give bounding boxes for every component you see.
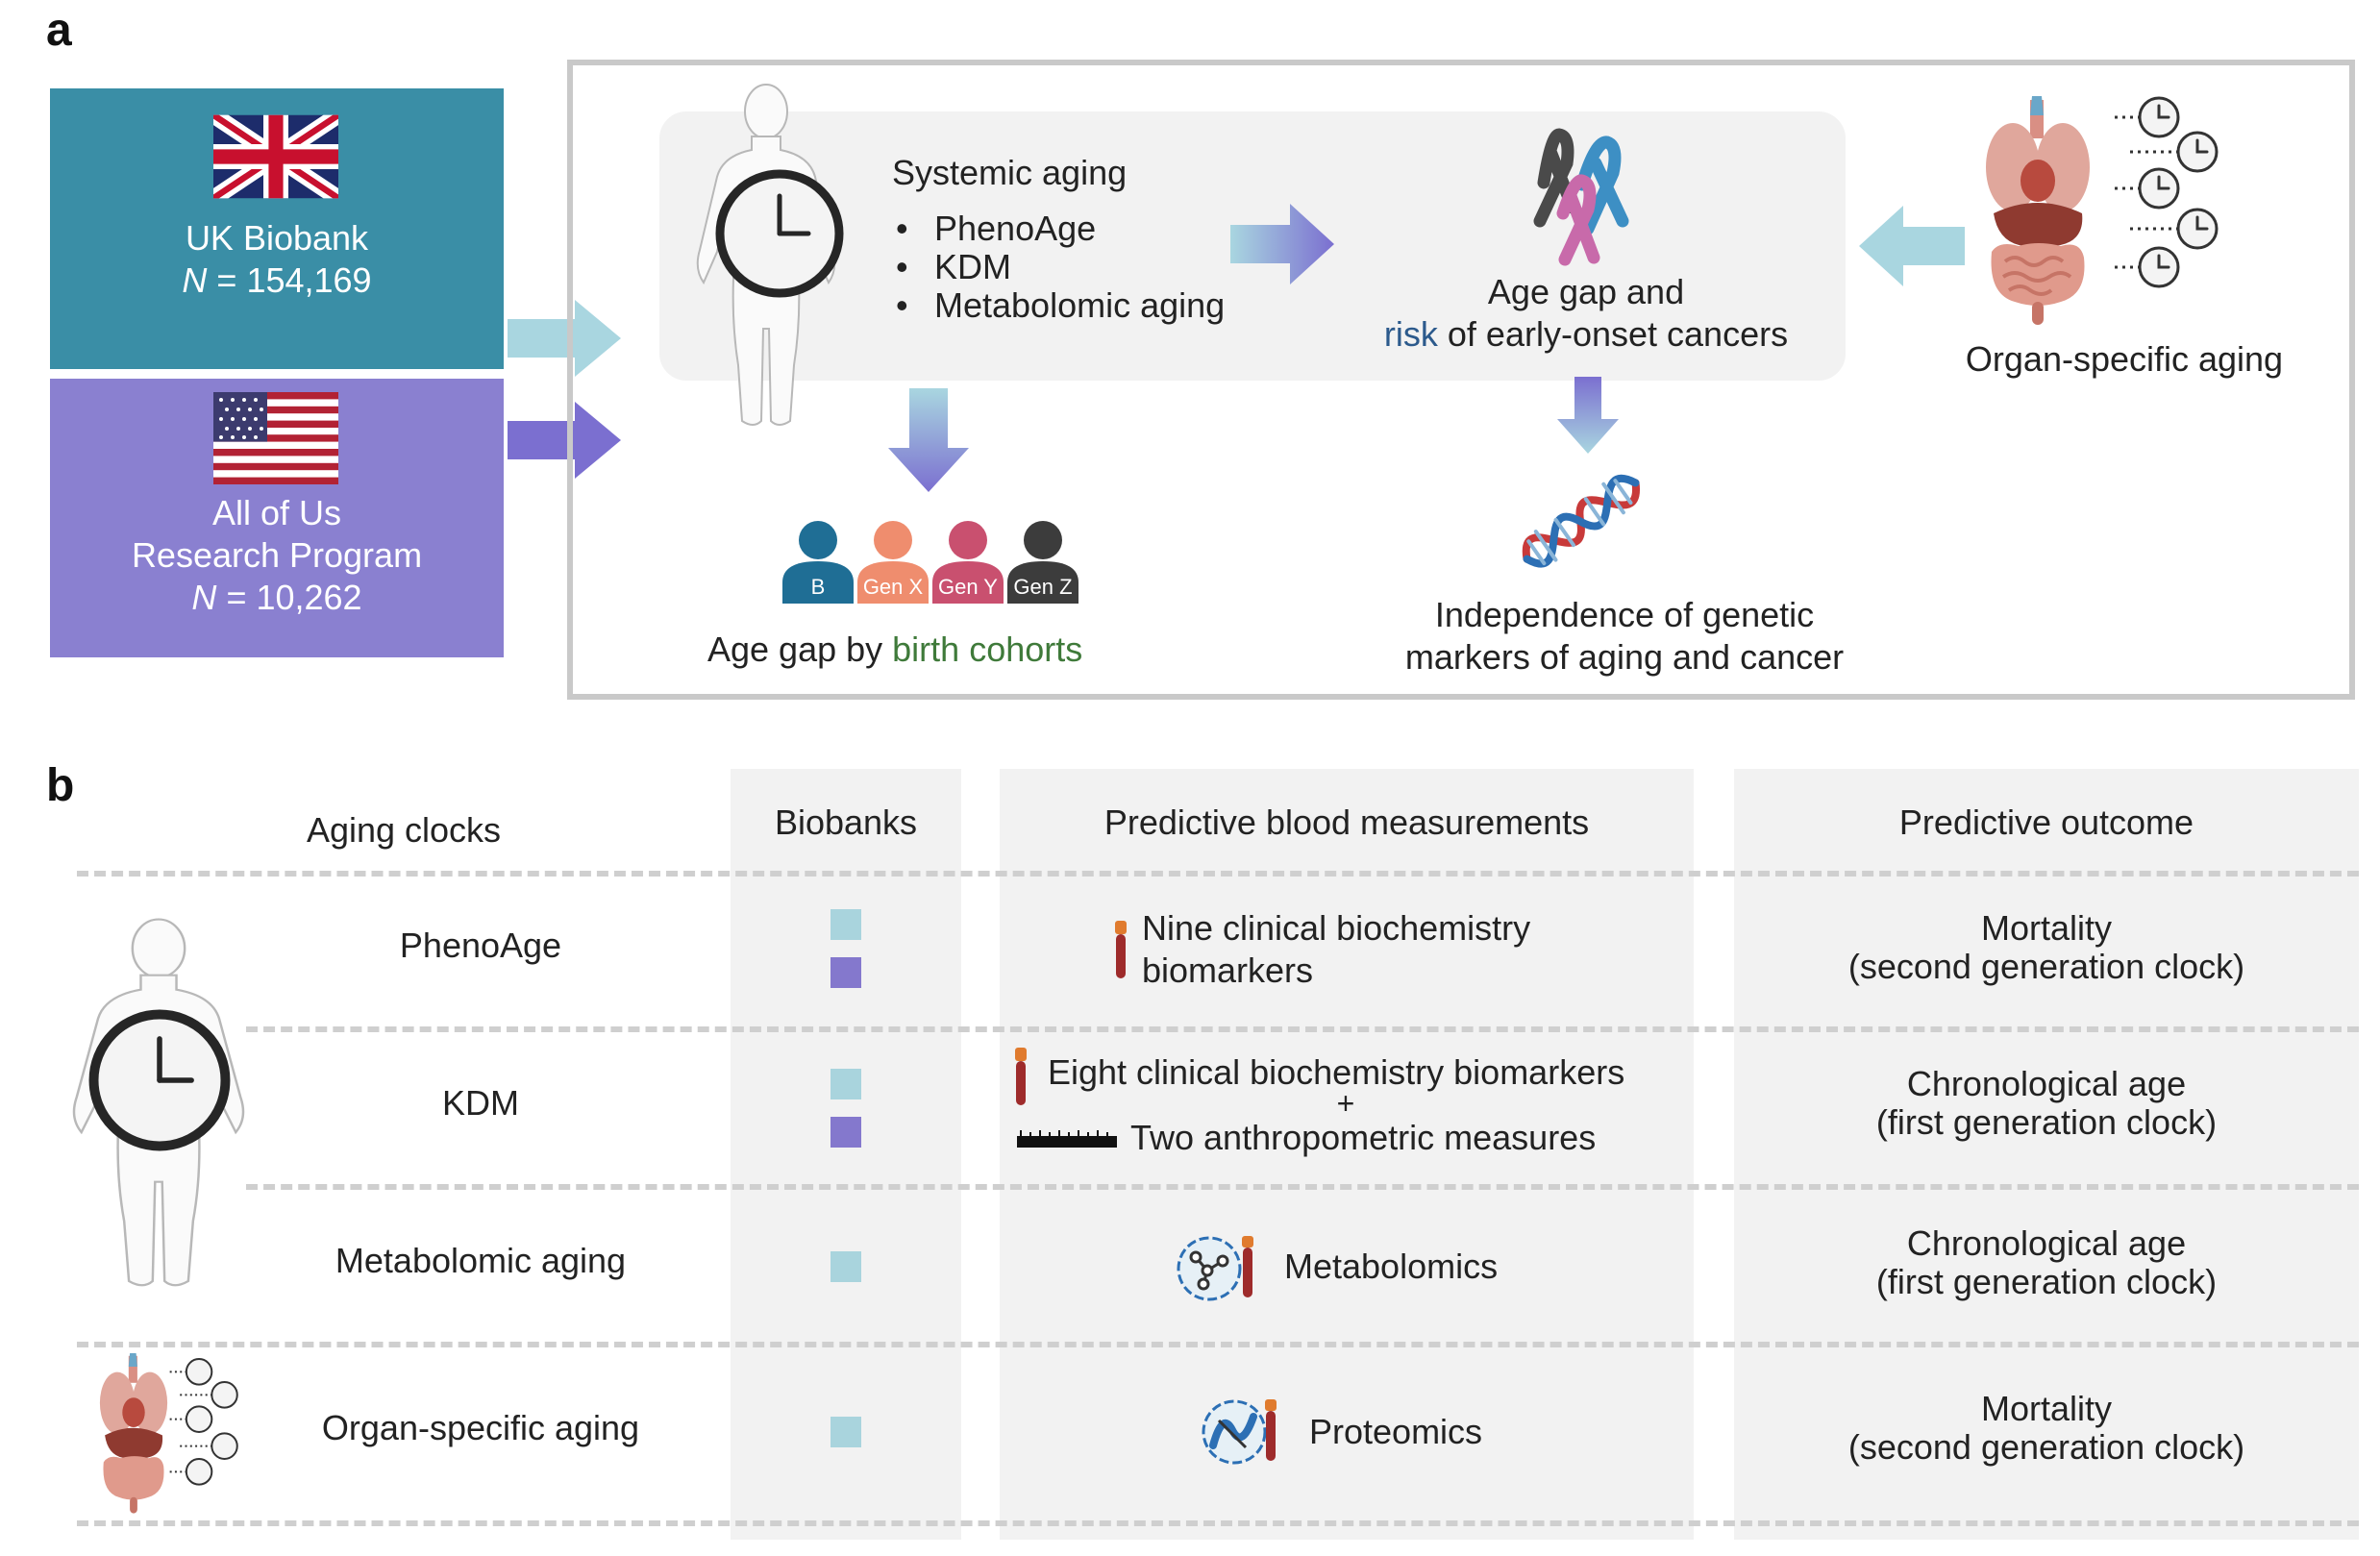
ruler-icon	[1017, 1130, 1117, 1148]
birth-cohorts-highlight: birth cohorts	[892, 630, 1083, 669]
row-kdm-measure-line1: Eight clinical biochemistry biomarkers	[1048, 1052, 1625, 1092]
cohort-genx-icon	[857, 521, 929, 604]
all-of-us-line1: All of Us	[211, 493, 342, 532]
row-organ-clock: Organ-specific aging	[321, 1408, 640, 1447]
cohort-genz-label: Gen Z	[1013, 575, 1073, 599]
biobanks-column-bg	[731, 769, 961, 1540]
analysis-frame	[567, 60, 2355, 700]
row-metabolomic-outcome-line2: (first generation clock)	[1875, 1262, 2218, 1301]
all-of-us-n: N = 10,262	[191, 578, 362, 617]
row-kdm-us-marker	[831, 1117, 861, 1148]
row-organ-uk-marker	[831, 1417, 861, 1447]
dna-icon	[1522, 474, 1640, 568]
systemic-aging-title: Systemic aging	[892, 153, 1128, 192]
row-phenoage-outcome-line2: (second generation clock)	[1847, 947, 2245, 986]
organ-specific-label: Organ-specific aging	[1965, 339, 2284, 379]
uk-arrow	[508, 300, 621, 377]
uk-flag-icon	[213, 114, 338, 199]
table-organ-clocks-icon	[169, 1358, 238, 1486]
row-separator-2	[246, 1184, 2359, 1190]
table-clock-icon	[88, 1009, 231, 1151]
cohort-b-icon	[782, 521, 854, 604]
cohort-genz-icon	[1007, 521, 1078, 604]
clock-icon	[715, 169, 844, 298]
row-kdm-outcome-line1: Chronological age	[1906, 1064, 2187, 1103]
row-phenoage-measure-line1: Nine clinical biochemistry	[1142, 908, 1531, 948]
outcome-column-bg	[1734, 769, 2359, 1540]
cohort-genz-head	[1024, 521, 1062, 559]
header-separator	[77, 871, 2359, 877]
row-organ-outcome-line2: (second generation clock)	[1847, 1427, 2245, 1467]
all-of-us-line2: Research Program	[131, 535, 423, 575]
systemic-item-kdm: KDM	[892, 246, 1225, 288]
header-biobanks: Biobanks	[774, 803, 918, 842]
cohort-geny-icon	[932, 521, 1004, 604]
header-aging-clocks: Aging clocks	[306, 810, 502, 850]
uk-biobank-name: UK Biobank	[185, 218, 369, 258]
row-phenoage-us-marker	[831, 957, 861, 988]
us-arrow	[508, 402, 621, 479]
systemic-item-phenoage: PhenoAge	[892, 208, 1225, 250]
row-phenoage-outcome-line1: Mortality	[1980, 908, 2113, 948]
table-bottom-line	[77, 1520, 2359, 1526]
cancer-to-genetic-arrow	[1557, 377, 1619, 454]
row-phenoage-measure-line2: biomarkers	[1142, 951, 1314, 990]
cohort-genx-head	[874, 521, 912, 559]
blood-tube-icon	[1115, 921, 1127, 978]
row-metabolomic-measure: Metabolomics	[1284, 1247, 1499, 1286]
proteomics-icon	[1202, 1399, 1277, 1465]
row-separator-3	[77, 1342, 2359, 1347]
blood-tube-icon-kdm	[1015, 1048, 1027, 1105]
organs-icon	[1986, 96, 2090, 325]
table-organs-icon	[99, 1353, 168, 1514]
systemic-to-cohort-arrow	[888, 388, 969, 492]
genetic-line2: markers of aging and cancer	[1404, 637, 1845, 677]
panel-a-label: a	[46, 5, 72, 56]
row-phenoage-clock: PhenoAge	[399, 926, 562, 965]
metabolomics-icon	[1177, 1236, 1253, 1301]
all-of-us-box: All of Us Research Program N = 10,262	[50, 379, 504, 657]
row-phenoage-uk-marker	[831, 909, 861, 940]
row-separator-1	[246, 1026, 2359, 1032]
organ-to-cancer-arrow	[1859, 206, 1965, 286]
cohort-genz-body	[1007, 561, 1078, 604]
birth-cohort-icons: B Gen X Gen Y Gen Z	[781, 519, 1078, 604]
cancer-line2: risk of early-onset cancers	[1383, 314, 1789, 354]
systemic-item-metabolomic: Metabolomic aging	[892, 284, 1225, 327]
cohort-caption: Age gap by birth cohorts	[707, 630, 1083, 669]
risk-word: risk	[1383, 314, 1438, 354]
cancer-line1: Age gap and	[1487, 272, 1685, 311]
cancer-ribbons-icon	[1533, 128, 1629, 266]
row-organ-outcome-line1: Mortality	[1980, 1389, 2113, 1428]
row-metabolomic-outcome-line1: Chronological age	[1906, 1223, 2187, 1263]
cohort-genx-label: Gen X	[862, 575, 924, 599]
systemic-to-cancer-arrow	[1230, 204, 1334, 284]
cohort-genx-body	[857, 561, 929, 604]
row-metabolomic-clock: Metabolomic aging	[335, 1241, 627, 1280]
panel-b-label: b	[46, 760, 75, 811]
cohort-b-head	[799, 521, 837, 559]
cohort-geny-label: Gen Y	[938, 575, 998, 599]
genetic-line1: Independence of genetic	[1434, 595, 1815, 634]
row-metabolomic-uk-marker	[831, 1251, 861, 1282]
cohort-b-label: B	[810, 575, 826, 599]
header-outcome: Predictive outcome	[1898, 803, 2194, 842]
uk-biobank-box: UK Biobank N = 154,169	[50, 88, 504, 369]
row-kdm-outcome-line2: (first generation clock)	[1875, 1102, 2218, 1142]
cohort-geny-body	[932, 561, 1004, 604]
row-kdm-measure-line2: Two anthropometric measures	[1130, 1118, 1597, 1157]
uk-biobank-n: N = 154,169	[182, 260, 372, 300]
row-kdm-uk-marker	[831, 1069, 861, 1099]
systemic-aging-list: PhenoAge KDM Metabolomic aging	[892, 208, 1225, 327]
row-organ-measure: Proteomics	[1309, 1412, 1483, 1451]
organ-clocks-icon	[2115, 96, 2219, 288]
row-kdm-clock: KDM	[442, 1083, 519, 1123]
cohort-geny-head	[949, 521, 987, 559]
measurements-column-bg	[1000, 769, 1694, 1540]
cohort-b-body	[782, 561, 854, 604]
row-kdm-measure-plus: +	[1336, 1086, 1355, 1121]
header-measurements: Predictive blood measurements	[1103, 803, 1590, 842]
us-flag-icon	[213, 392, 338, 484]
